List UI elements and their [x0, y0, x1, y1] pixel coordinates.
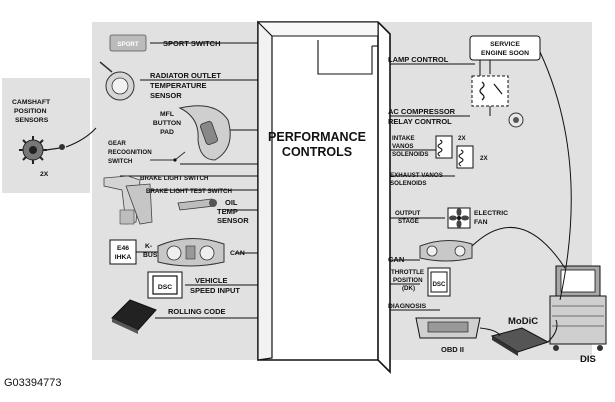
throttle-label-2: POSITION	[393, 277, 423, 284]
ihka-label-2: IHKA	[115, 254, 132, 261]
exhaust-count: 2X	[480, 155, 488, 162]
camshaft-label-1: CAMSHAFT	[12, 99, 51, 106]
diagnosis-label: DIAGNOSIS	[388, 303, 427, 310]
radiator-label-2: TEMPERATURE	[150, 81, 207, 90]
intake-solenoid-icon	[435, 135, 453, 159]
gear-label-3: SWITCH	[108, 158, 133, 165]
instrument-cluster-icon	[157, 237, 225, 267]
radiator-sensor-icon	[99, 61, 135, 101]
dsc-left-icon	[147, 271, 183, 299]
kbus-label-1: K-	[145, 243, 152, 250]
rolling-code-label: ROLLING CODE	[168, 307, 226, 316]
camshaft-link-line	[65, 127, 97, 148]
ac-label-1: AC COMPRESSOR	[388, 107, 456, 116]
ihka-box	[109, 239, 137, 265]
mfl-label-2: BUTTON	[153, 120, 181, 127]
obd2-connector-icon	[415, 317, 481, 339]
performance-controls-block	[256, 20, 391, 374]
intake-label-1: INTAKE	[392, 135, 415, 142]
lamp-control-label: LAMP CONTROL	[388, 55, 449, 64]
instrument-cluster-right-icon	[419, 240, 473, 262]
brake-pedal-icon	[103, 175, 153, 225]
camshaft-count: 2X	[40, 171, 49, 178]
ac-label-2: RELAY CONTROL	[388, 117, 452, 126]
can-right-label: CAN	[388, 255, 404, 264]
ses-label-2: ENGINE SOON	[481, 50, 529, 57]
center-title-line1: PERFORMANCE	[268, 130, 366, 144]
kbus-label-2: BUS	[143, 252, 158, 259]
mfl-label-3: PAD	[160, 129, 174, 136]
fan-label-1: ELECTRIC	[474, 210, 508, 217]
gear-label-1: GEAR	[108, 140, 126, 147]
input-lines	[120, 42, 258, 319]
brake-light-switch-label: BRAKE LIGHT SWITCH	[140, 175, 209, 182]
camshaft-sensor-icon	[19, 136, 65, 164]
oil-temp-sensor-icon	[177, 198, 217, 211]
exhaust-solenoid-icon	[456, 145, 474, 169]
ac-relay-icon	[471, 75, 524, 128]
oil-label-1: OIL	[225, 198, 238, 207]
output-stage-label-1: OUTPUT	[395, 210, 421, 217]
obd2-label: OBD II	[441, 345, 464, 354]
throttle-label-3: (DK)	[402, 285, 415, 292]
throttle-label-1: THROTTLE	[391, 269, 424, 276]
camshaft-label-3: SENSORS	[15, 117, 49, 124]
key-fob-icon	[111, 299, 157, 334]
intake-label-3: SOLENOIDS	[392, 151, 428, 158]
exhaust-label-1: EXHAUST VANOS	[390, 172, 443, 179]
fan-label-2: FAN	[474, 219, 488, 226]
ses-label-1: SERVICE	[490, 41, 520, 48]
camshaft-label-2: POSITION	[14, 108, 47, 115]
sport-switch-label: SPORT SWITCH	[163, 39, 221, 48]
dsc-right-label: DSC	[432, 281, 446, 288]
diagnostic-cables	[471, 51, 572, 343]
output-stage-label-2: STAGE	[398, 218, 419, 225]
radiator-label-1: RADIATOR OUTLET	[150, 71, 221, 80]
modic-label: MoDiC	[508, 316, 538, 327]
fan-icon	[447, 207, 471, 229]
vehicle-speed-label-1: VEHICLE	[195, 276, 228, 285]
brake-light-test-label: BRAKE LIGHT TEST SWITCH	[146, 188, 232, 195]
center-title-line2: CONTROLS	[282, 145, 352, 159]
oil-label-2: TEMP	[217, 207, 238, 216]
gear-label-2: RECOGNITION	[108, 149, 152, 156]
sport-switch-icon	[109, 34, 147, 52]
vehicle-speed-label-2: SPEED INPUT	[190, 286, 240, 295]
figure-id: G03394773	[4, 377, 62, 389]
oil-label-3: SENSOR	[217, 216, 249, 225]
service-engine-soon-box	[469, 35, 541, 61]
camshaft-panel	[2, 78, 90, 193]
exhaust-label-2: SOLENOIDS	[390, 180, 426, 187]
sport-button-text: SPORT	[117, 41, 139, 48]
intake-label-2: VANOS	[392, 143, 414, 150]
dsc-left-label: DSC	[158, 284, 172, 291]
steering-wheel-icon	[178, 105, 231, 161]
dis-label: DIS	[580, 354, 596, 365]
dis-tester-icon	[549, 265, 607, 351]
intake-count: 2X	[458, 135, 466, 142]
can-left-label: CAN	[230, 250, 245, 257]
mfl-label-1: MFL	[160, 111, 174, 118]
gear-switch-icon	[150, 151, 186, 162]
radiator-label-3: SENSOR	[150, 91, 182, 100]
ihka-label-1: E46	[117, 245, 129, 252]
dsc-right-icon	[427, 267, 451, 297]
